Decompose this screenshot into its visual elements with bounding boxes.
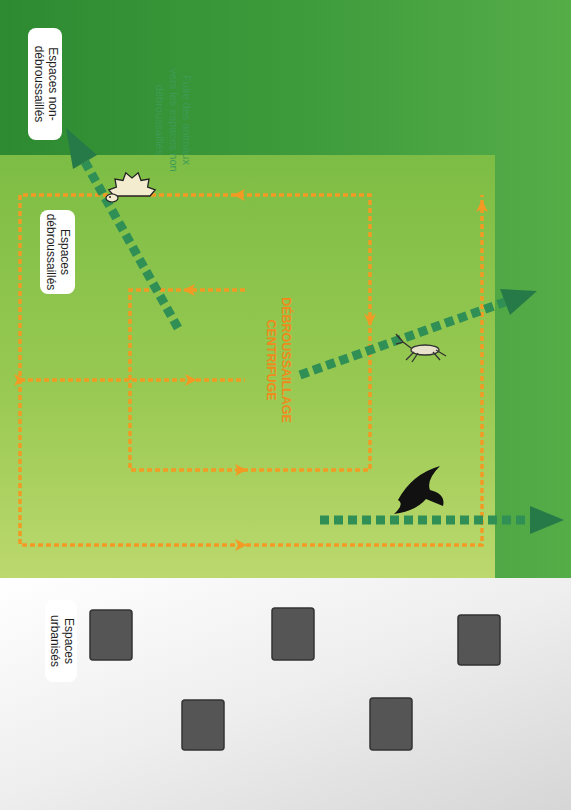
spiral-path [20,195,482,545]
clearing-path [20,195,482,545]
arrowhead [235,539,247,551]
hedgehog [106,173,155,202]
arrowhead [233,189,245,201]
flight-arrow [300,302,505,375]
deer-legs [406,350,446,362]
hedgehog-head [106,194,118,202]
zone-label: Espaces urbanisés [45,600,77,682]
bird [394,466,443,514]
arrowhead [183,284,195,296]
houses [90,608,500,750]
hedgehog-body [109,173,155,196]
zone-area: Espaces débroussaillés [0,155,495,578]
arrowhead [14,374,26,386]
deer-antlers [396,334,411,348]
arrowhead [235,464,247,476]
hedgehog-eye [109,196,111,198]
arrowhead [66,128,97,169]
house [458,615,500,665]
process-title: DÉBROUSSAILLAGE CENTRIFUGE [258,285,298,435]
arrowhead [476,200,488,212]
arrowhead [500,289,537,315]
flight-arrows [85,162,530,520]
zone-area: Espaces non-débroussaillésEspaces débrou… [0,0,571,578]
arrowhead [364,314,376,326]
spiral-path [20,378,245,382]
flight-arrowheads [66,128,564,534]
deer [396,334,446,362]
zone-label: Espaces débroussaillés [40,210,75,294]
house [272,608,314,660]
flight-arrow [85,162,178,328]
house [182,700,224,750]
arrowhead [530,506,564,534]
zone-label: Espaces non-débroussaillés [28,28,62,140]
annotation-text: Fuite des animaux vers les espaces non d… [150,68,196,172]
flight-arrow [320,516,530,525]
house [90,610,132,660]
arrowhead [185,374,197,386]
clearing-arrowheads [14,189,488,551]
house [370,698,412,750]
